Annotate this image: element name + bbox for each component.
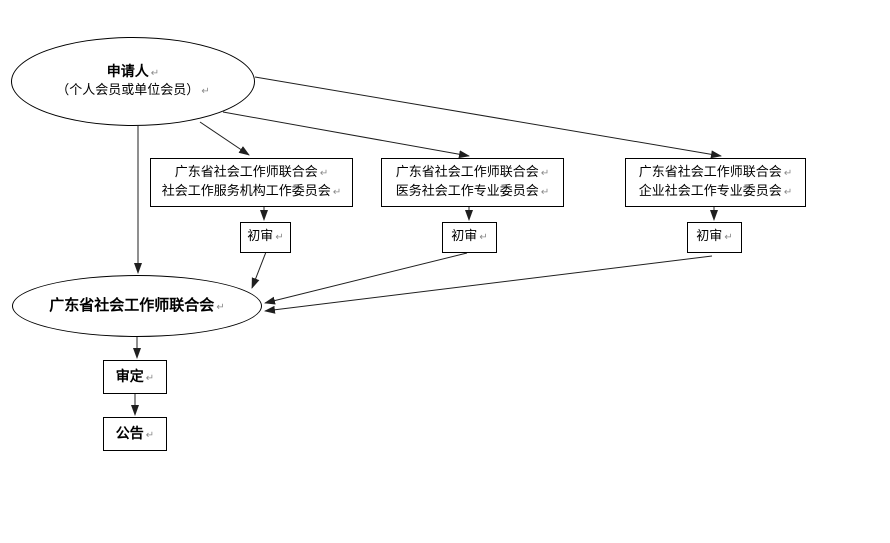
- arrow-applicant-to-committee-2: [222, 111, 470, 159]
- arrow-applicant-to-committee-1: [199, 121, 250, 156]
- return-mark: ↵: [145, 429, 155, 441]
- committee-1-line1-text: 广东省社会工作师联合会: [174, 164, 318, 180]
- arrow-applicant-to-committee-3: [254, 76, 722, 159]
- approval-box: 审定↵: [103, 360, 167, 394]
- committee-1-line1: 广东省社会工作师联合会↵: [175, 164, 328, 183]
- return-mark: ↵: [145, 372, 155, 384]
- committee-3-line1-text: 广东省社会工作师联合会: [638, 164, 782, 180]
- federation-ellipse: 广东省社会工作师联合会↵: [12, 275, 262, 337]
- return-mark: ↵: [783, 186, 793, 198]
- preliminary-review-1-label: 初审↵: [247, 228, 283, 247]
- arrow-review-1-to-federation: [251, 251, 267, 289]
- committee-box-medical: 广东省社会工作师联合会↵ 医务社会工作专业委员会↵: [381, 158, 564, 207]
- applicant-subtitle-text: （个人会员或单位会员）: [56, 83, 200, 99]
- committee-2-line1: 广东省社会工作师联合会↵: [396, 164, 549, 183]
- preliminary-review-3-text: 初审: [696, 229, 723, 245]
- return-mark: ↵: [332, 186, 342, 198]
- approval-label: 审定↵: [116, 367, 154, 387]
- return-mark: ↵: [783, 167, 793, 179]
- preliminary-review-3-label: 初审↵: [696, 228, 732, 247]
- return-mark: ↵: [540, 167, 550, 179]
- return-mark: ↵: [540, 186, 550, 198]
- arrow-review-3-to-federation: [264, 255, 713, 314]
- preliminary-review-box-2: 初审↵: [442, 222, 497, 253]
- return-mark: ↵: [724, 232, 733, 244]
- return-mark: ↵: [275, 232, 284, 244]
- return-mark: ↵: [216, 302, 225, 314]
- preliminary-review-1-text: 初审: [247, 229, 274, 245]
- committee-3-line2-text: 企业社会工作专业委员会: [638, 183, 782, 199]
- committee-2-line2: 医务社会工作专业委员会↵: [396, 183, 549, 202]
- announcement-box: 公告↵: [103, 417, 167, 451]
- applicant-title-text: 申请人: [106, 63, 149, 80]
- applicant-ellipse: 申请人↵ （个人会员或单位会员）↵: [11, 37, 255, 126]
- committee-box-enterprise: 广东省社会工作师联合会↵ 企业社会工作专业委员会↵: [625, 158, 806, 207]
- arrow-review-2-to-federation: [264, 252, 468, 305]
- return-mark: ↵: [201, 86, 210, 98]
- committee-3-line2: 企业社会工作专业委员会↵: [639, 183, 792, 202]
- committee-1-line2: 社会工作服务机构工作委员会↵: [162, 183, 341, 202]
- committee-3-line1: 广东省社会工作师联合会↵: [639, 164, 792, 183]
- preliminary-review-box-1: 初审↵: [240, 222, 291, 253]
- committee-2-line2-text: 医务社会工作专业委员会: [395, 183, 539, 199]
- committee-box-service-orgs: 广东省社会工作师联合会↵ 社会工作服务机构工作委员会↵: [150, 158, 353, 207]
- approval-text: 审定: [115, 368, 144, 385]
- return-mark: ↵: [150, 67, 160, 79]
- federation-label: 广东省社会工作师联合会↵: [49, 295, 224, 317]
- preliminary-review-2-label: 初审↵: [451, 228, 487, 247]
- federation-text: 广东省社会工作师联合会: [49, 296, 215, 315]
- applicant-title: 申请人↵: [107, 62, 159, 82]
- return-mark: ↵: [479, 232, 488, 244]
- preliminary-review-box-3: 初审↵: [687, 222, 742, 253]
- committee-1-line2-text: 社会工作服务机构工作委员会: [161, 183, 331, 199]
- announcement-text: 公告: [115, 425, 144, 442]
- return-mark: ↵: [319, 167, 329, 179]
- committee-2-line1-text: 广东省社会工作师联合会: [395, 164, 539, 180]
- preliminary-review-2-text: 初审: [451, 229, 478, 245]
- announcement-label: 公告↵: [116, 424, 154, 444]
- applicant-subtitle: （个人会员或单位会员）↵: [56, 82, 209, 101]
